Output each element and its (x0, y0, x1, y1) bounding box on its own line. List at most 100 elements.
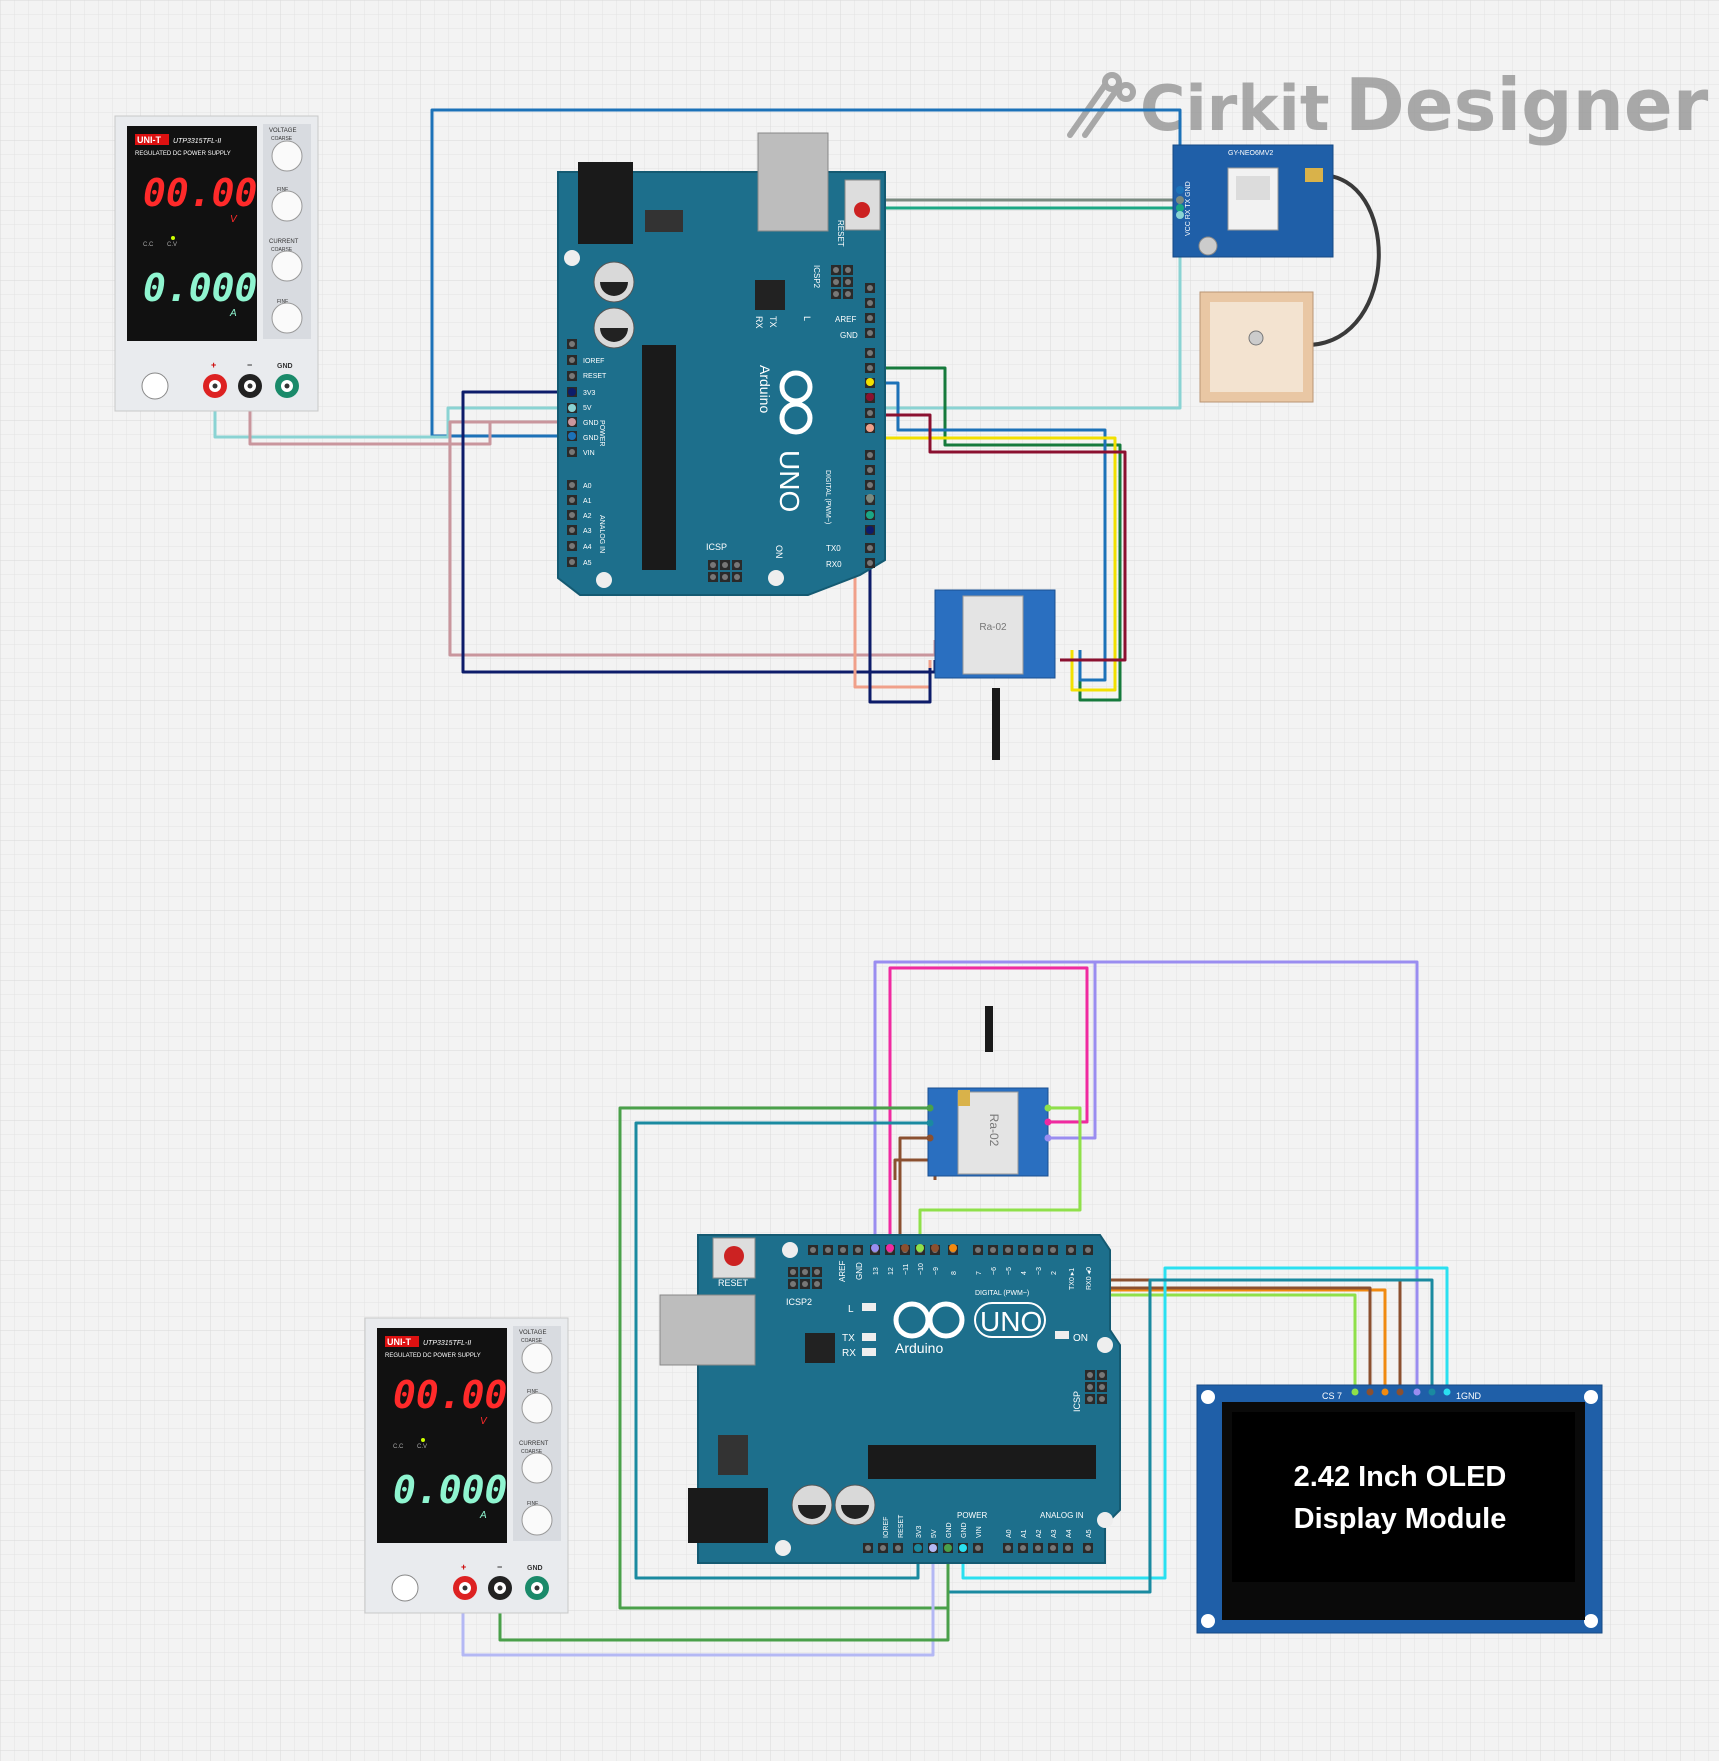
psu-current-fine-knob[interactable] (271, 302, 303, 334)
psu-cc-label: C.C (143, 242, 154, 248)
brand-name: Designer (1345, 63, 1709, 147)
wire-cyan-psu-plus[interactable] (213, 215, 1182, 439)
svg-text:GND: GND (946, 1522, 953, 1538)
psu-gnd-terminal[interactable] (275, 374, 299, 398)
lora-label-top: Ra-02 (979, 622, 1007, 633)
wire-green-d13[interactable] (870, 366, 1122, 702)
svg-text:TX0 ▸1: TX0 ▸1 (1069, 1268, 1076, 1290)
gps-module-top[interactable]: GY-NEO6MV2 VCC RX TX GND (1172, 144, 1334, 258)
rx-label-top: RX (754, 316, 764, 329)
gnd-label-bottom: GND (855, 1262, 864, 1280)
svg-text:13: 13 (873, 1267, 880, 1275)
wire-magenta-d12[interactable] (888, 966, 1089, 1248)
psu-gnd-terminal-b[interactable] (525, 1576, 549, 1600)
uno-label-top: UNO (774, 450, 805, 512)
wire-teal-lora-left[interactable] (634, 1121, 930, 1580)
gps-antenna-patch[interactable] (1199, 291, 1314, 403)
psu-voltage-coarse-knob[interactable] (271, 140, 303, 172)
psu-gnd-label: GND (277, 363, 293, 370)
svg-text:A5: A5 (1086, 1529, 1093, 1538)
wire-green-psu-minus[interactable] (498, 1548, 950, 1642)
wire-blue-d12[interactable] (870, 381, 1107, 682)
svg-text:A1: A1 (1021, 1529, 1028, 1538)
arduino-logo-icon-bottom (893, 1301, 965, 1339)
arduino-uno-top[interactable]: RESET Arduino UNO TX RX L ON ICSP ICSP2 … (557, 132, 886, 596)
on-label-top: ON (774, 545, 784, 559)
psu-fine-label-2b: FINE (527, 1501, 539, 1507)
oled-cs-label: CS 7 (1322, 1391, 1342, 1401)
psu-power-button[interactable] (141, 372, 169, 400)
wire-purple-lora-top[interactable] (1050, 962, 1097, 1140)
wire-purple-d13[interactable] (873, 960, 1419, 1390)
cirkit-designer-watermark: Cirkit Designer (1067, 63, 1709, 147)
psu-fine-label-b: FINE (527, 1389, 539, 1395)
svg-text:5V: 5V (583, 405, 592, 412)
svg-text:A0: A0 (1006, 1529, 1013, 1538)
reset-label: RESET (836, 220, 845, 247)
psu-fine-label: FINE (277, 187, 289, 193)
lora-module-top[interactable]: Ra-02 (934, 589, 1056, 760)
psu-cv-led (171, 236, 175, 240)
svg-text:GND: GND (583, 420, 599, 427)
psu-current-coarse-knob[interactable] (271, 250, 303, 282)
wire-lime-d10[interactable] (918, 1106, 1082, 1248)
psu-fine-label-2: FINE (277, 299, 289, 305)
wire-navy-d2[interactable] (868, 530, 932, 704)
psu-power-button-b[interactable] (391, 1574, 419, 1602)
digital-label-top: DIGITAL (PWM~) (824, 470, 831, 524)
psu-cc-label-b: C.C (393, 1444, 404, 1450)
psu-knob-voltage-label: VOLTAGE (269, 128, 296, 134)
rx-label-bottom: RX (842, 1348, 856, 1359)
svg-text:3V3: 3V3 (916, 1525, 923, 1538)
oled-display-module[interactable]: 2.42 Inch OLED Display Module CS 7 1GND (1196, 1384, 1603, 1634)
arduino-label-bottom: Arduino (895, 1340, 943, 1356)
psu-voltage-coarse-knob-b[interactable] (521, 1342, 553, 1374)
wire-aqua-vin[interactable] (961, 1266, 1449, 1580)
svg-text:GND: GND (583, 435, 599, 442)
icsp2-label-top: ICSP2 (812, 265, 821, 289)
psu-voltage-display: 00.00 (143, 171, 257, 215)
usb-chip (755, 280, 785, 310)
psu-knob-current-label-b: CURRENT (519, 1441, 549, 1447)
svg-text:A2: A2 (583, 513, 592, 520)
svg-text:5V: 5V (931, 1529, 938, 1538)
svg-text:8: 8 (951, 1271, 958, 1275)
power-supply-top[interactable]: UNI-T UTP3315TFL-II REGULATED DC POWER S… (114, 115, 319, 412)
psu-knob-current-label: CURRENT (269, 239, 299, 245)
psu-minus-terminal[interactable] (238, 374, 262, 398)
lora-module-bottom[interactable]: Ra-02 (926, 1006, 1052, 1177)
voltage-regulator-bottom (718, 1435, 748, 1475)
svg-text:12: 12 (888, 1267, 895, 1275)
wire-black-gps-antenna[interactable] (1309, 173, 1381, 347)
psu-current-fine-knob-b[interactable] (521, 1504, 553, 1536)
psu-coarse-label-2: COARSE (271, 247, 293, 253)
wire-brown-lora[interactable] (898, 1136, 930, 1250)
psu-current-coarse-knob-b[interactable] (521, 1452, 553, 1484)
svg-text:~10: ~10 (918, 1263, 925, 1275)
psu-minus-terminal-b[interactable] (488, 1576, 512, 1600)
arduino-uno-bottom[interactable]: RESET Arduino UNO ON L TX RX ICSP2 ICSP (659, 1234, 1121, 1564)
aref-label-top: AREF (835, 315, 856, 324)
gps-label: GY-NEO6MV2 (1228, 150, 1273, 157)
lora-antenna-bottom (985, 1006, 993, 1052)
svg-text:GND: GND (961, 1522, 968, 1538)
icsp-label-bottom: ICSP (1072, 1391, 1082, 1412)
svg-text:A5: A5 (583, 560, 592, 567)
psu-voltage-fine-knob[interactable] (271, 190, 303, 222)
svg-text:~11: ~11 (903, 1264, 910, 1275)
psu-plus-terminal[interactable] (203, 374, 227, 398)
arduino-logo-icon-top (779, 370, 813, 435)
psu-plus-terminal-b[interactable] (453, 1576, 477, 1600)
svg-text:IOREF: IOREF (883, 1517, 890, 1538)
psu-voltage-fine-knob-b[interactable] (521, 1392, 553, 1424)
svg-text:~5: ~5 (1006, 1267, 1013, 1275)
power-supply-bottom[interactable]: UNI-T UTP3315TFL-II REGULATED DC POWER S… (364, 1317, 569, 1614)
wire-lavender-psu-plus[interactable] (461, 1548, 935, 1657)
psu-current-unit-b: A (479, 1510, 487, 1521)
gnd-label-top: GND (840, 331, 858, 340)
svg-text:RESET: RESET (583, 373, 607, 380)
psu-model: UTP3315TFL-II (173, 138, 221, 145)
power-label-top: POWER (598, 420, 605, 446)
wire-blue-arduino-gps[interactable] (430, 108, 1182, 438)
svg-text:3V3: 3V3 (583, 390, 596, 397)
